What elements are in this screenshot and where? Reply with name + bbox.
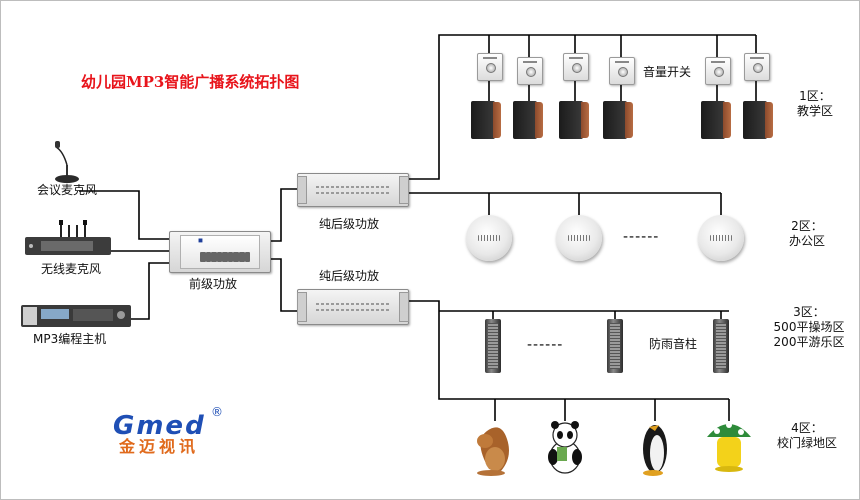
more-speakers-dashes: ------ [623, 229, 660, 245]
volume-switch-icon [744, 53, 770, 81]
rack-ear-left [297, 292, 307, 322]
power-amp-1-label: 纯后级功放 [319, 217, 380, 231]
conference-mic-label: 会议麦克风 [37, 183, 98, 197]
page-title: 幼儿园MP3智能广播系统拓扑图 [81, 73, 300, 91]
zone-2-name: 办公区 [788, 234, 825, 248]
preamp-device: ◼ [169, 231, 271, 273]
zone-3-area-2: 200平游乐区 [773, 335, 845, 349]
volume-switch-icon [609, 57, 635, 85]
panda-speaker-icon [548, 421, 582, 474]
microphone-icon [55, 141, 79, 183]
penguin-speaker-icon [643, 425, 667, 476]
power-amp-1 [297, 173, 409, 207]
rack-ear-left [297, 176, 307, 204]
zone-1-label: 1区： 教学区 [785, 89, 845, 119]
power-amp-2 [297, 289, 409, 325]
wall-speaker-icon [559, 101, 589, 139]
brand-logo: Gmed [113, 411, 206, 441]
vent-grille [316, 303, 390, 305]
wall-speaker-icon [513, 101, 543, 139]
column-speaker-icon [713, 319, 729, 373]
brand-chinese-name: 金迈视讯 [119, 437, 200, 456]
amplifier-icon: ◼ [198, 237, 203, 244]
wall-speaker-icon [743, 101, 773, 139]
rain-column-label: 防雨音柱 [649, 337, 698, 351]
zone-2-number: 2区： [791, 219, 823, 233]
preamp-knobs [200, 252, 251, 264]
registered-mark: ® [211, 405, 223, 419]
zone-1-number: 1区： [799, 89, 831, 103]
more-speakers-dashes: ------ [527, 337, 564, 353]
wireless-receiver-icon [25, 220, 111, 255]
volume-switch-icon [477, 53, 503, 81]
zone-4-label: 4区： 校门绿地区 [771, 421, 843, 451]
zone-1-name: 教学区 [796, 104, 833, 118]
mp3-host-icon [21, 305, 131, 327]
rack-ear-right [399, 292, 409, 322]
mp3-host-label: MP3编程主机 [33, 332, 107, 346]
column-speaker-icon [607, 319, 623, 373]
zone-3-area-1: 500平操场区 [773, 320, 845, 334]
ceiling-speaker-icon [466, 215, 512, 261]
vent-grille [316, 309, 390, 311]
power-amp-2-label: 纯后级功放 [319, 269, 380, 283]
zone-2-label: 2区： 办公区 [777, 219, 837, 249]
column-speaker-icon [485, 319, 501, 373]
volume-switch-icon [705, 57, 731, 85]
ceiling-speaker-icon [698, 215, 744, 261]
mushroom-speaker-icon [707, 422, 751, 472]
rack-ear-right [399, 176, 409, 204]
zone-4-number: 4区： [791, 421, 823, 435]
ceiling-speaker-icon [556, 215, 602, 261]
zone-4-name: 校门绿地区 [776, 436, 837, 450]
zone-3-label: 3区： 500平操场区 200平游乐区 [761, 305, 857, 350]
wall-speaker-icon [471, 101, 501, 139]
volume-switch-icon [563, 53, 589, 81]
vent-grille [316, 186, 390, 188]
preamp-label: 前级功放 [189, 277, 238, 291]
wireless-mic-label: 无线麦克风 [41, 262, 102, 276]
volume-switch-icon [517, 57, 543, 85]
volume-switch-label: 音量开关 [643, 65, 692, 79]
wall-speaker-icon [603, 101, 633, 139]
vent-grille [316, 192, 390, 194]
zone-3-number: 3区： [793, 305, 825, 319]
wall-speaker-icon [701, 101, 731, 139]
squirrel-speaker-icon [477, 427, 509, 476]
